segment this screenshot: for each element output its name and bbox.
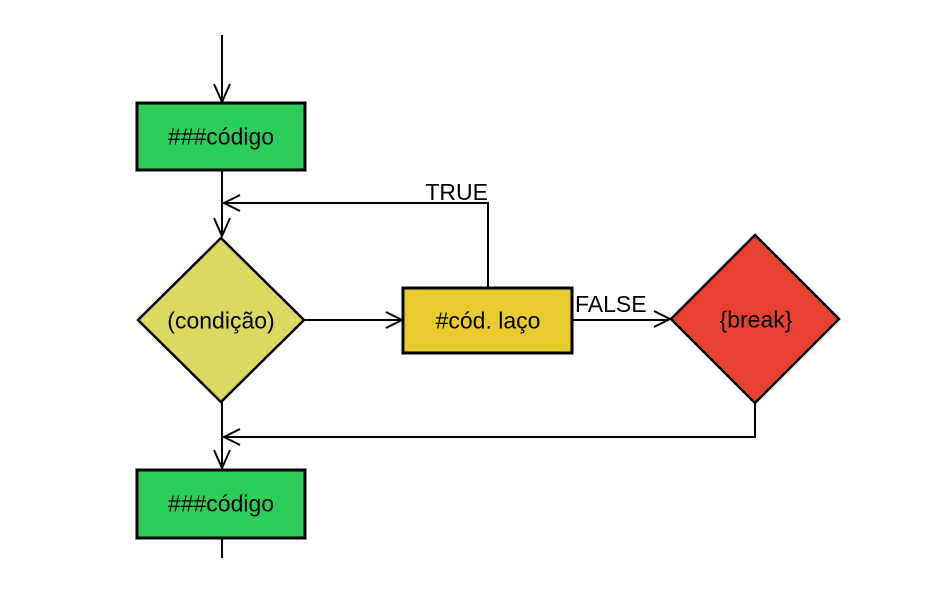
arrowhead-down-condition xyxy=(213,217,231,239)
node-label-condition: (condição) xyxy=(167,307,275,334)
arrowhead-left-return xyxy=(221,428,241,446)
process-box-code-top xyxy=(135,101,307,172)
connector-lines xyxy=(213,35,756,558)
process-box-code-bottom xyxy=(135,468,307,540)
process-box-loop-code xyxy=(401,286,574,355)
node-label-loop-code: #cód. laço xyxy=(435,307,541,334)
node-label-code-bottom: ###código xyxy=(167,490,275,517)
decision-diamond-condition xyxy=(136,236,306,404)
node-label-break: {break} xyxy=(719,306,793,333)
edge-true-loop xyxy=(225,202,489,288)
decision-diamond-break xyxy=(669,233,841,405)
arrowhead-left-true xyxy=(221,194,241,212)
edge-label-false: FALSE xyxy=(575,291,647,317)
edge-break-return xyxy=(225,403,756,438)
edge-label-true: TRUE xyxy=(425,179,488,205)
node-label-code-top: ###código xyxy=(167,123,275,150)
arrowhead-down-code xyxy=(213,449,231,471)
node-shapes xyxy=(135,101,841,540)
